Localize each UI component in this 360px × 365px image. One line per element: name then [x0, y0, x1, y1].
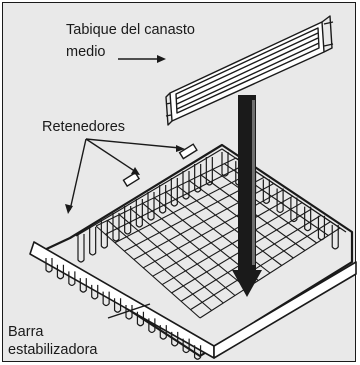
stabilizer-bar	[29, 241, 357, 359]
retainer-left	[122, 171, 141, 188]
grid-wire-depth	[95, 225, 201, 319]
grid-wire-width	[190, 221, 331, 311]
side-wire-right	[221, 152, 229, 177]
grid-wire-depth	[107, 219, 213, 311]
side-wire-back	[147, 192, 155, 221]
side-wire-front	[125, 305, 133, 320]
side-wire-back	[89, 227, 97, 256]
leader-retainers-left	[69, 138, 87, 211]
arrow-shaft	[238, 95, 256, 270]
side-wire-front	[45, 258, 53, 273]
label-bar-line1: Barra	[6, 324, 46, 340]
side-wire-front	[182, 338, 190, 354]
divider-wire-2	[176, 37, 319, 105]
side-wire-back	[170, 178, 178, 207]
side-wire-front	[102, 291, 110, 307]
divider-hook-right-mid	[323, 43, 334, 47]
side-wire-right	[290, 197, 298, 223]
divider-wire-3	[176, 42, 320, 110]
basket-divider	[165, 15, 334, 126]
stabilizer-bar-right	[213, 261, 357, 359]
arrow-head	[232, 270, 262, 297]
grid-wire-depth	[177, 185, 282, 266]
side-wire-front	[91, 284, 99, 300]
divider-wire-1	[175, 32, 319, 100]
side-wire-front	[148, 318, 156, 334]
side-wire-front	[68, 271, 76, 287]
side-wire-right	[304, 206, 312, 232]
side-wire-front	[193, 345, 202, 360]
insertion-arrow	[232, 95, 262, 297]
side-wire-back	[112, 213, 120, 242]
side-wire-back	[205, 157, 213, 186]
arrowhead-retainers-mid	[131, 167, 140, 175]
side-wire-back	[135, 199, 143, 228]
divider-hook-right-top	[323, 21, 334, 25]
label-retainers: Retenedores	[40, 119, 128, 135]
side-wire-right	[331, 224, 339, 250]
side-wire-front	[79, 278, 87, 293]
side-wire-back	[182, 171, 190, 200]
arrowhead-divider	[157, 55, 166, 63]
basket-rim-inner	[75, 148, 347, 237]
grid-wire-width	[199, 227, 341, 319]
leader-arrowheads	[65, 55, 185, 214]
divider-hook-left-low	[165, 114, 172, 117]
grid-wire-depth	[212, 168, 317, 244]
divider-hook-left	[165, 92, 173, 126]
leader-lines	[69, 58, 181, 319]
leader-retainers-right	[85, 138, 181, 149]
retainer-right	[178, 143, 198, 160]
grid-wire-depth	[118, 214, 224, 304]
side-wire-back	[100, 220, 108, 249]
arrowhead-retainers-right	[176, 145, 185, 152]
side-wire-front	[56, 264, 65, 280]
retainers	[122, 143, 198, 188]
side-wire-right	[276, 188, 284, 214]
side-wire-front	[113, 298, 122, 313]
grid-wire-depth	[142, 202, 248, 289]
side-wire-front	[171, 331, 179, 347]
grid-wire-depth	[130, 208, 236, 296]
arrowhead-retainers-left	[65, 204, 73, 214]
divider-hook-right	[321, 15, 333, 53]
side-wire-front	[159, 325, 167, 340]
side-wire-right	[262, 179, 270, 204]
grid-wire-width	[114, 170, 256, 244]
side-wire-back	[77, 234, 85, 263]
grid-wire-width	[105, 163, 246, 235]
grid-wire-width	[152, 195, 294, 277]
divider-hook-left-mid	[165, 102, 172, 105]
side-wire-back	[159, 185, 167, 214]
side-wire-right	[317, 215, 326, 241]
divider-frame-inner	[175, 27, 320, 114]
grid-wire-width	[161, 202, 303, 286]
stabilizer-bar-top	[29, 241, 215, 359]
label-divider-line1: Tabique del canasto	[64, 22, 197, 38]
label-bar-line2: estabilizadora	[6, 342, 100, 358]
arrow-shaft-highlight	[252, 100, 255, 265]
leader-stabilizer	[107, 303, 151, 319]
side-wire-front	[136, 311, 145, 327]
grid-wire-width	[143, 189, 284, 269]
side-wire-back	[124, 206, 132, 235]
side-wire-back	[194, 164, 202, 193]
label-divider-line2: medio	[64, 44, 108, 60]
leader-retainers-mid	[85, 138, 137, 173]
